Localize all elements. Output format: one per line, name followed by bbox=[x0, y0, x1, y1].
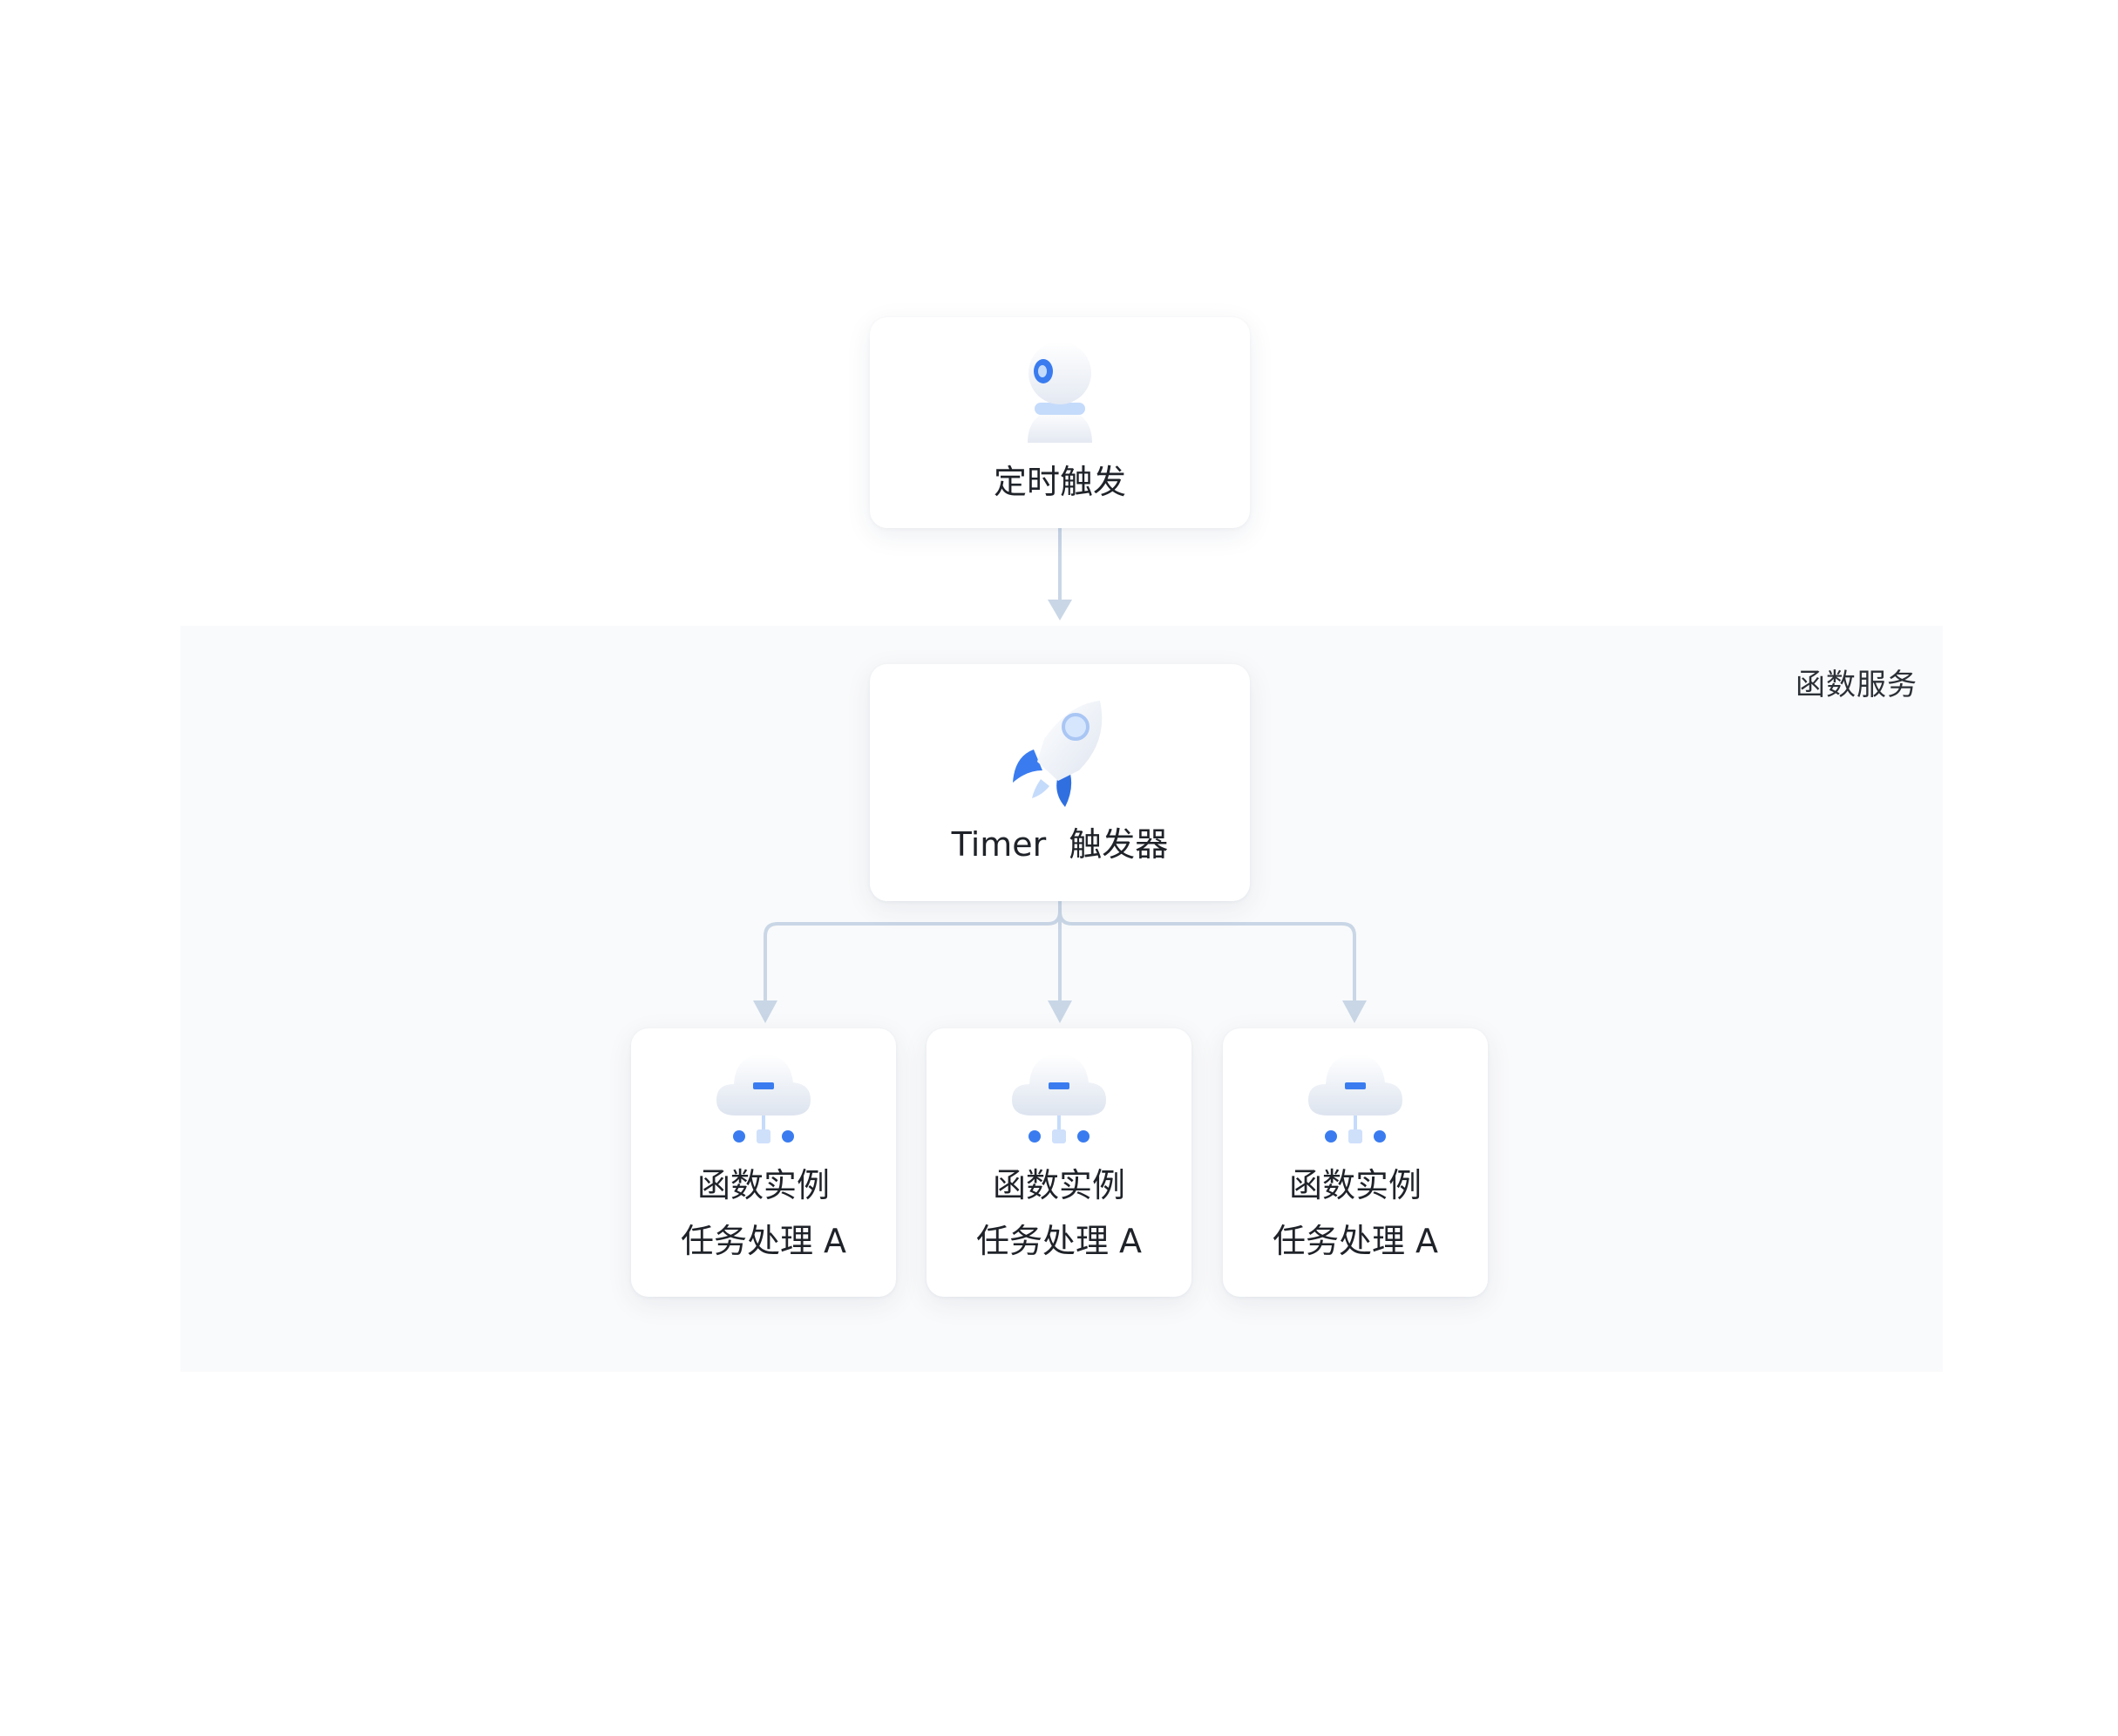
camera-robot-icon bbox=[1028, 342, 1092, 443]
arrowhead-inst-3 bbox=[1342, 1000, 1367, 1023]
connector-timer-to-inst-1 bbox=[764, 901, 1062, 1002]
cloud-server-icon bbox=[1308, 1054, 1402, 1143]
instance-title: 函数实例 bbox=[696, 1166, 830, 1204]
instance-title: 函数实例 bbox=[992, 1166, 1125, 1204]
arrowhead-inst-2 bbox=[1048, 1000, 1072, 1023]
scheduled-trigger-card[interactable]: 定时触发 bbox=[870, 317, 1250, 528]
cloud-server-icon bbox=[1012, 1054, 1106, 1143]
group-label: 函数服务 bbox=[1796, 668, 1918, 702]
function-instance-card-1[interactable]: 函数实例 任务处理 A bbox=[631, 1028, 896, 1297]
function-instance-card-3[interactable]: 函数实例 任务处理 A bbox=[1223, 1028, 1488, 1297]
instance-label: 函数实例 任务处理 A bbox=[631, 1157, 896, 1269]
instance-task: 任务处理 A bbox=[680, 1222, 847, 1260]
trigger-label: 定时触发 bbox=[993, 463, 1126, 501]
timer-label-en: Timer bbox=[951, 825, 1047, 864]
instance-task: 任务处理 A bbox=[975, 1222, 1143, 1260]
instance-label: 函数实例 任务处理 A bbox=[927, 1157, 1191, 1269]
arrowhead-timer bbox=[1048, 600, 1072, 620]
cloud-server-icon bbox=[716, 1054, 811, 1143]
arrowhead-inst-1 bbox=[753, 1000, 777, 1023]
instance-task: 任务处理 A bbox=[1272, 1222, 1439, 1260]
timer-trigger-card[interactable]: Timer 触发器 bbox=[870, 664, 1250, 901]
timer-label-cn: 触发器 bbox=[1069, 825, 1169, 864]
instance-title: 函数实例 bbox=[1288, 1166, 1422, 1204]
instance-label: 函数实例 任务处理 A bbox=[1223, 1157, 1488, 1269]
rocket-icon bbox=[1013, 701, 1103, 807]
function-instance-card-2[interactable]: 函数实例 任务处理 A bbox=[927, 1028, 1191, 1297]
timer-label: Timer 触发器 bbox=[870, 817, 1250, 865]
connector-timer-to-inst-3 bbox=[1058, 901, 1356, 1002]
